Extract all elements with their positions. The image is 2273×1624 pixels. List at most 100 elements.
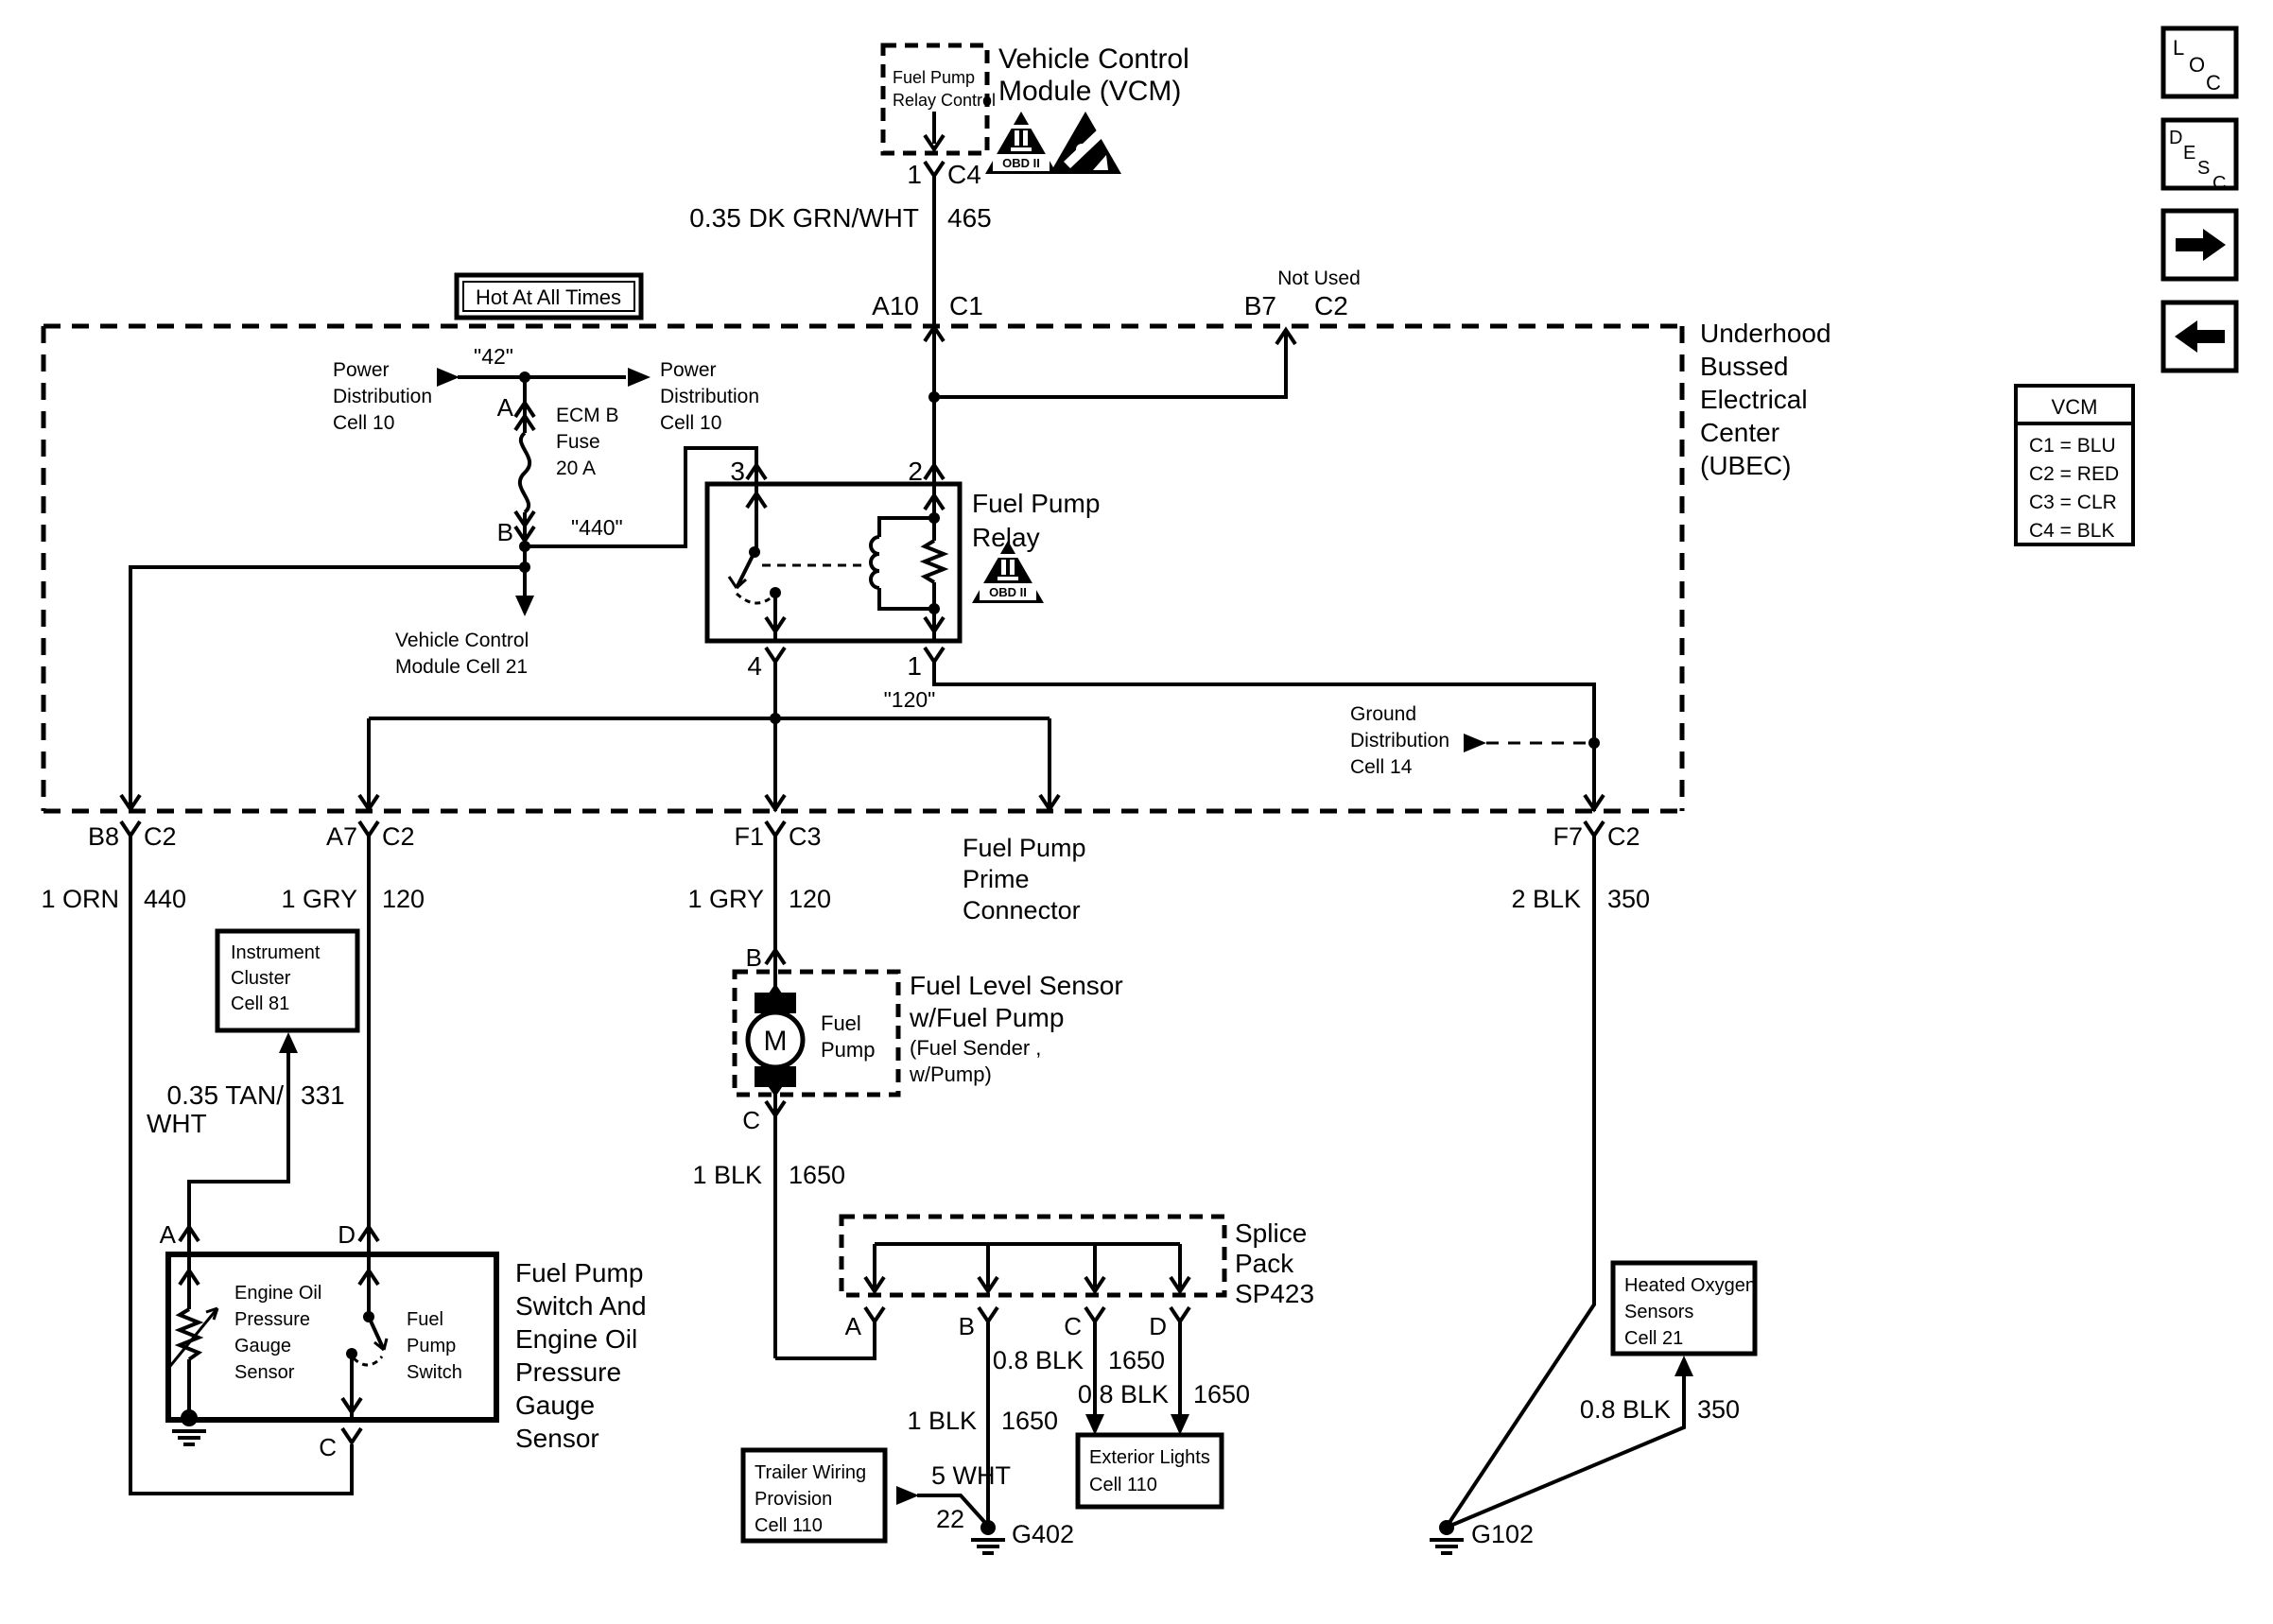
oil-box-pin-a: A [160, 1220, 177, 1249]
hot-at-all-times-label: Hot At All Times [476, 285, 621, 309]
next-button[interactable] [2160, 208, 2239, 282]
fuse-term-a: A [497, 393, 514, 422]
b7-not-used-branch: Not Used B7 C2 [928, 268, 1361, 403]
wire-labels-row: 1 ORN 440 1 GRY 120 1 GRY 120 2 BLK 350 [41, 885, 1650, 913]
relay-pin2-label: 2 [908, 457, 923, 486]
wire-1650-b-number: 1650 [1001, 1407, 1058, 1435]
desc-button[interactable]: D E S C [2160, 117, 2239, 194]
oil-box-pin-d: D [338, 1220, 356, 1249]
loc-letter-o: O [2189, 53, 2205, 77]
motor-m-label: M [764, 1026, 788, 1057]
f1-pin-label: F1 [734, 822, 764, 851]
esd-warning-icon [1050, 112, 1121, 174]
left-arrow-icon [2175, 320, 2225, 353]
wire-1650-d-name: 0.8 BLK [1078, 1380, 1169, 1408]
wire-350-oxygen-name: 0.8 BLK [1580, 1395, 1671, 1424]
instrument-cluster-box [215, 928, 360, 1033]
f7-conn-label: C2 [1607, 822, 1640, 851]
vcm-table-row-c3: C3 = CLR [2029, 492, 2117, 513]
wire-331-name-2: WHT [147, 1109, 207, 1138]
a7-conn-label: C2 [382, 822, 415, 851]
wire-1650-c-name: 0.8 BLK [993, 1346, 1084, 1374]
oil-box-pin-c: C [319, 1433, 337, 1461]
wire-1650-c-number: 1650 [1108, 1346, 1165, 1374]
relay-pin4-label: 4 [747, 651, 762, 681]
a10-pin-label: A10 [872, 291, 919, 320]
f1-conn-label: C3 [789, 822, 822, 851]
vcm-table-title: VCM [2052, 395, 2098, 419]
prev-button[interactable] [2160, 300, 2239, 373]
wire-331-number: 331 [301, 1080, 345, 1110]
trailer-wiring-box [740, 1447, 888, 1544]
wire-331 [187, 1053, 290, 1254]
conn-c4-label: C4 [947, 160, 981, 189]
obd2-icon-relay: OBD II [972, 541, 1044, 603]
obd2-icon: OBD II [985, 112, 1057, 174]
g102-ground-icon [1428, 1518, 1466, 1555]
relay-resistor [919, 539, 949, 584]
fuel-pump-relay-control-box [880, 43, 990, 156]
wire-440-to-relay [525, 446, 758, 548]
b8-conn-label: C2 [144, 822, 177, 851]
fuse-term-b: B [497, 518, 513, 546]
desc-letter-d: D [2169, 128, 2182, 148]
f7-pin-label: F7 [1553, 822, 1583, 851]
obd2-badge-text: OBD II [1002, 156, 1040, 170]
tag-42: "42" [474, 344, 513, 369]
g402-ground-icon [969, 1518, 1007, 1555]
wire-440-name: 1 ORN [41, 885, 119, 913]
desc-letter-s: S [2197, 158, 2210, 179]
right-arrow-icon [2176, 229, 2226, 261]
b7-conn-label: C2 [1314, 291, 1348, 320]
toolbar: L O C D E S C [2160, 26, 2239, 373]
fuel-sender-subtitle: (Fuel Sender ,w/Pump) [909, 1036, 1041, 1086]
b7-pin-label: B7 [1244, 291, 1276, 320]
wire-120-f1-number: 120 [789, 885, 831, 913]
vcm-table-row-c2: C2 = RED [2029, 463, 2119, 485]
splice-pin-c: C [1064, 1312, 1082, 1340]
wire-22 [917, 1494, 988, 1526]
splice-pack-box [839, 1214, 1227, 1298]
wire-465-name: 0.35 DK GRN/WHT [689, 203, 919, 233]
loc-letter-c: C [2206, 71, 2221, 95]
obd2-badge-text-relay: OBD II [989, 585, 1027, 599]
exterior-lights-box [1075, 1432, 1224, 1510]
wire-120-a7-number: 120 [382, 885, 425, 913]
relay-coil [869, 535, 880, 590]
wire-1650-d-number: 1650 [1193, 1380, 1250, 1408]
a7-pin-label: A7 [326, 822, 357, 851]
relay-pin1-label: 1 [907, 651, 922, 681]
circuit-120-bus: "120" [367, 662, 1051, 811]
not-used-label: Not Used [1277, 268, 1361, 289]
wire-350-number: 350 [1607, 885, 1650, 913]
wire-440-bottom [129, 836, 354, 1495]
hot-at-all-times-box: Hot At All Times [454, 272, 644, 320]
g402-label: G402 [1012, 1520, 1074, 1548]
vcm-table-row-c1: C1 = BLU [2029, 435, 2116, 457]
a10-conn-label: C1 [949, 291, 983, 320]
fuel-pump-pin-b: B [746, 943, 762, 972]
loc-button[interactable]: L O C [2160, 26, 2239, 99]
heated-oxygen-box [1610, 1260, 1758, 1356]
vcm-connector-table: VCM C1 = BLU C2 = RED C3 = CLR C4 = BLK [2014, 384, 2135, 546]
wire-331-name-1: 0.35 TAN/ [167, 1080, 285, 1110]
wire-350-name: 2 BLK [1511, 885, 1581, 913]
